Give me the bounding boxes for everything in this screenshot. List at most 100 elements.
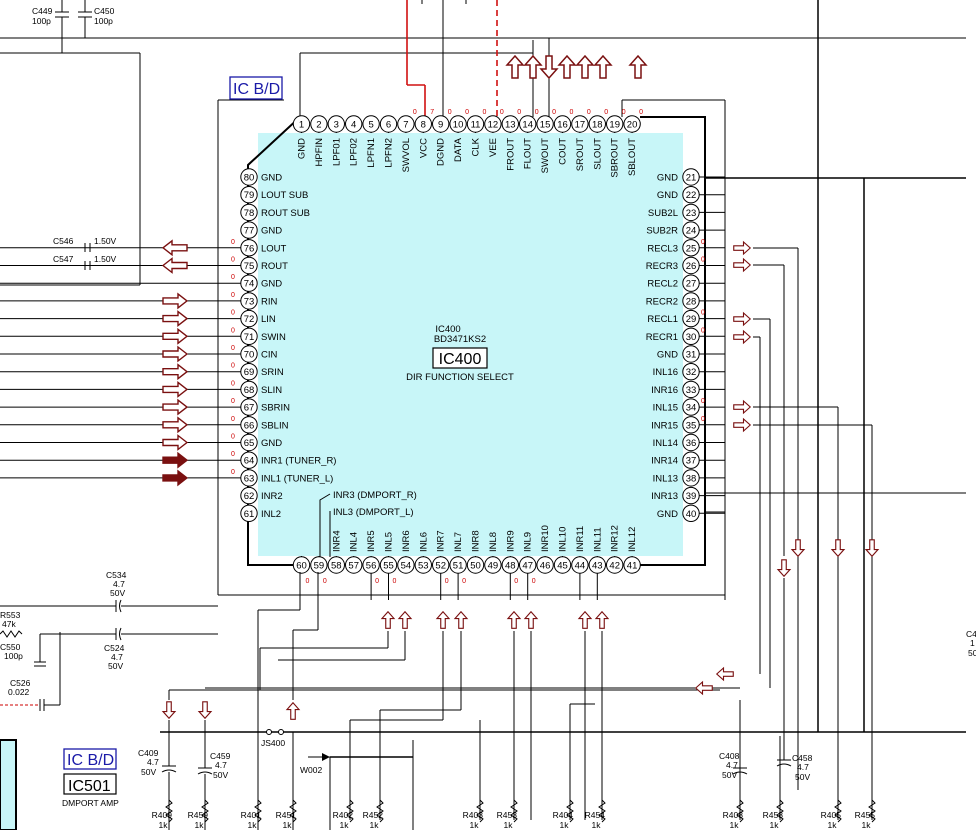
pin-voltage: 0 <box>701 416 705 423</box>
pin-label: SBLOUT <box>627 138 638 176</box>
c546-value: 1.50V <box>94 236 117 246</box>
c534-v2: 50V <box>110 588 125 598</box>
pin-label: INR15 <box>651 420 678 431</box>
pin-number: 14 <box>522 120 533 131</box>
c547-value: 1.50V <box>94 254 117 264</box>
pin-voltage: 0 <box>500 109 504 116</box>
pin-number: 61 <box>244 509 255 520</box>
pin-circle <box>553 556 572 574</box>
pin-voltage: 0 <box>701 310 705 317</box>
pin-circle <box>682 486 700 505</box>
pin-voltage: 0 <box>231 398 235 405</box>
c524-v2: 50V <box>108 661 123 671</box>
resistor-value: 1k <box>828 820 838 830</box>
pins-right: 21GND22GND23SUB2L24SUB2R25RECL3026RECR30… <box>646 168 725 522</box>
c534-label: C534 <box>106 570 127 580</box>
pin-circle <box>240 486 258 505</box>
arrow-icon <box>831 539 845 557</box>
pin-circle <box>571 115 589 133</box>
pin-number: 33 <box>686 385 697 396</box>
pin-label: INR14 <box>651 456 678 467</box>
pin-voltage: 0 <box>231 292 235 299</box>
resistor-symbol <box>736 799 744 823</box>
pin-label: INR8 <box>471 530 482 552</box>
pin-label: INR13 <box>651 491 678 502</box>
pin-number: 77 <box>244 226 255 237</box>
board-tag: IC B/D <box>229 76 283 100</box>
pin-label: ROUT SUB <box>261 208 310 219</box>
pin-label: DGND <box>436 138 447 166</box>
pin-circle <box>682 451 700 469</box>
pin-circle <box>623 115 641 133</box>
pin-label: RECR2 <box>646 296 678 307</box>
pin-circle <box>553 115 572 133</box>
pin-voltage: 0 <box>532 578 536 585</box>
pin-label: RECR3 <box>646 261 678 272</box>
pin-number: 34 <box>686 403 697 414</box>
pin-number: 15 <box>540 120 551 131</box>
pin-circle <box>519 115 537 133</box>
pin-voltage: 0 <box>393 578 397 585</box>
resistor-label: R459 <box>188 810 209 820</box>
pin-number: 40 <box>686 509 697 520</box>
pin-number: 19 <box>609 120 620 131</box>
arrow-icon <box>162 469 189 487</box>
c524-label: C524 <box>104 643 125 653</box>
pin-label: INL12 <box>627 527 638 552</box>
arrow-icon <box>286 702 300 720</box>
c450-value: 100p <box>94 16 113 26</box>
pin-number: 74 <box>244 279 255 290</box>
pin-number: 78 <box>244 208 255 219</box>
arrow-icon <box>733 241 751 255</box>
pin-voltage: 0 <box>231 451 235 458</box>
pin-number: 30 <box>686 332 697 343</box>
pin-circle <box>682 221 700 239</box>
c409-v2: 50V <box>141 767 156 777</box>
c524-v1: 4.7 <box>111 652 123 662</box>
c408-v2: 50V <box>722 770 737 780</box>
pin-circle <box>292 115 311 133</box>
pin-number: 16 <box>557 120 568 131</box>
pin-voltage: 0 <box>231 327 235 334</box>
resistor-symbol <box>834 799 842 823</box>
c408-label: C408 <box>719 751 740 761</box>
pin-label: GND <box>261 226 282 237</box>
arrow-icon <box>777 559 791 577</box>
pin-label: SBLIN <box>261 420 289 431</box>
pin-circle <box>449 115 467 133</box>
pin-label: LPFN2 <box>384 138 395 168</box>
top-wires <box>140 0 966 600</box>
resistor-value: 1k <box>770 820 780 830</box>
ic400-chip: IC400 BD3471KS2 IC400 DIR FUNCTION SELEC… <box>247 116 706 566</box>
pin-label: LPFN1 <box>366 138 377 168</box>
pin-label: SLOUT <box>592 138 603 170</box>
resistor-symbol <box>566 799 574 823</box>
pin-number: 21 <box>686 173 697 184</box>
pin-label: INR12 <box>610 525 621 552</box>
pin-label: GND <box>297 138 308 159</box>
pin-voltage: 7 <box>430 109 434 116</box>
pin-label: INL6 <box>418 532 429 552</box>
pin-voltage: 0 <box>535 109 539 116</box>
pin-voltage: 0 <box>231 310 235 317</box>
pin-circle <box>379 115 398 133</box>
pin-label: INR7 <box>436 530 447 552</box>
pin-circle <box>327 556 345 574</box>
pin-label: GND <box>657 190 678 201</box>
pin-label: RECR1 <box>646 332 678 343</box>
resistor-label: R404 <box>553 810 574 820</box>
top-output-arrows <box>506 55 647 79</box>
pin-number: 46 <box>540 561 551 572</box>
pin-label: SRIN <box>261 367 284 378</box>
c458-v1: 4.7 <box>797 762 809 772</box>
pin-voltage: 0 <box>465 109 469 116</box>
pin-label: RECL2 <box>647 279 678 290</box>
pin-voltage: 0 <box>413 109 417 116</box>
arrow-icon <box>524 55 542 79</box>
pin-number: 50 <box>470 561 481 572</box>
pin-label: FLOUT <box>523 138 534 169</box>
pin-number: 22 <box>686 190 697 201</box>
pin-circle <box>327 115 345 133</box>
pin-number: 72 <box>244 314 255 325</box>
pin-label: INR10 <box>540 525 551 552</box>
